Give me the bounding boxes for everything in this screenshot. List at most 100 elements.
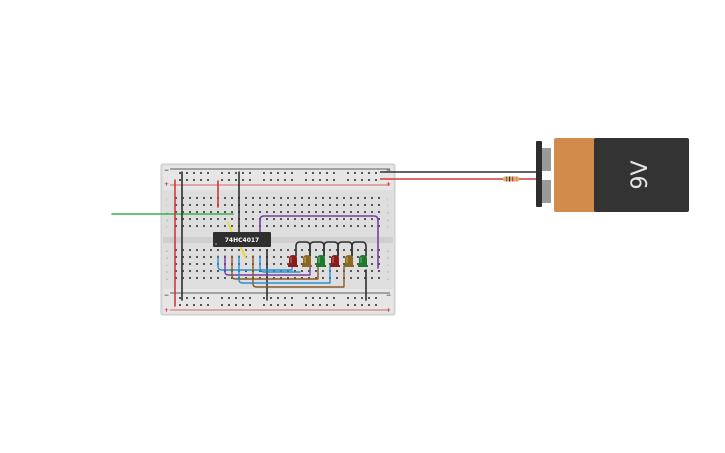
breadboard-hole xyxy=(238,249,240,251)
battery-label: 9V xyxy=(628,160,653,189)
breadboard-hole xyxy=(301,270,303,272)
breadboard-hole xyxy=(294,277,296,279)
wire-yellow[interactable] xyxy=(227,221,247,259)
breadboard-hole xyxy=(322,225,324,227)
led-body xyxy=(317,255,325,265)
breadboard-hole xyxy=(287,211,289,213)
wire-purple[interactable] xyxy=(259,215,379,269)
breadboard-hole xyxy=(350,197,352,199)
breadboard-hole xyxy=(343,249,345,251)
breadboard-hole xyxy=(357,263,359,265)
wire-purple-2[interactable] xyxy=(224,255,311,276)
breadboard-hole xyxy=(378,270,380,272)
breadboard-hole xyxy=(210,211,212,213)
led[interactable] xyxy=(316,255,326,267)
breadboard-hole xyxy=(336,277,338,279)
breadboard-hole xyxy=(301,249,303,251)
breadboard-hole xyxy=(221,179,223,181)
breadboard-hole xyxy=(315,211,317,213)
breadboard-hole xyxy=(252,204,254,206)
battery-9v[interactable]: 9V xyxy=(536,138,689,212)
breadboard-hole xyxy=(343,263,345,265)
wire-blue-3[interactable] xyxy=(259,255,301,273)
breadboard-hole xyxy=(217,225,219,227)
breadboard-hole xyxy=(322,211,324,213)
led[interactable] xyxy=(302,255,312,267)
led[interactable] xyxy=(344,255,354,267)
breadboard-hole xyxy=(175,263,177,265)
battery-leads xyxy=(380,171,538,182)
row-letter-f-right: f xyxy=(387,225,389,229)
resistor-band-1 xyxy=(506,176,508,182)
breadboard-hole xyxy=(280,211,282,213)
row-letter-h: h xyxy=(166,211,168,215)
breadboard-hole xyxy=(357,218,359,220)
row-letter-c: c xyxy=(166,263,168,267)
breadboard-hole xyxy=(175,197,177,199)
breadboard-hole xyxy=(357,225,359,227)
breadboard-hole xyxy=(228,304,230,306)
resistor[interactable] xyxy=(503,176,519,182)
led-rim xyxy=(358,265,368,267)
led-jumpers xyxy=(295,241,367,257)
jumper-5[interactable] xyxy=(351,241,367,257)
breadboard-hole xyxy=(322,270,324,272)
breadboard-hole xyxy=(249,297,251,299)
breadboard-hole xyxy=(378,277,380,279)
breadboard-hole xyxy=(245,218,247,220)
breadboard-hole xyxy=(312,297,314,299)
breadboard-hole xyxy=(375,179,377,181)
breadboard-hole xyxy=(371,256,373,258)
breadboard-hole xyxy=(378,218,380,220)
breadboard-hole xyxy=(343,211,345,213)
breadboard-hole xyxy=(203,270,205,272)
breadboard-hole xyxy=(210,197,212,199)
breadboard-hole xyxy=(301,256,303,258)
breadboard-hole xyxy=(378,256,380,258)
breadboard-hole xyxy=(280,249,282,251)
chip-74hc4017[interactable]: 74HC4017 xyxy=(213,232,271,247)
breadboard-hole xyxy=(196,263,198,265)
wire-brown-1[interactable] xyxy=(231,255,319,280)
breadboard-hole xyxy=(196,270,198,272)
rail-sign-minus-bottom-right: − xyxy=(386,292,391,299)
breadboard-hole xyxy=(336,204,338,206)
breadboard-hole xyxy=(294,249,296,251)
led[interactable] xyxy=(288,255,298,267)
breadboard-hole xyxy=(186,304,188,306)
led[interactable] xyxy=(330,255,340,267)
breadboard-hole xyxy=(336,225,338,227)
led-highlight xyxy=(304,257,306,263)
breadboard-hole xyxy=(263,297,265,299)
led-body xyxy=(359,255,367,265)
breadboard-hole xyxy=(217,277,219,279)
row-letter-a-right: a xyxy=(387,277,389,281)
led[interactable] xyxy=(358,255,368,267)
breadboard-hole xyxy=(224,225,226,227)
leds xyxy=(288,255,368,267)
wire-blue-2[interactable] xyxy=(238,255,331,284)
breadboard-hole xyxy=(193,172,195,174)
breadboard-hole xyxy=(273,218,275,220)
breadboard-hole xyxy=(364,225,366,227)
breadboard-hole xyxy=(322,204,324,206)
wire-blue-1[interactable] xyxy=(217,255,293,271)
row-letters-left: j i h g f e d c b a xyxy=(165,197,168,281)
rail-sign-minus-bottom-left: − xyxy=(164,292,169,299)
breadboard-hole xyxy=(333,297,335,299)
wire-brown-2[interactable] xyxy=(252,255,345,288)
breadboard-hole xyxy=(273,197,275,199)
led-rim xyxy=(330,265,340,267)
breadboard-hole xyxy=(301,218,303,220)
breadboard-hole xyxy=(378,249,380,251)
breadboard-hole xyxy=(294,218,296,220)
breadboard-hole xyxy=(235,297,237,299)
breadboard: + + − − − − + + j i h g f e d c b a j i … xyxy=(160,163,396,316)
breadboard-hole xyxy=(333,179,335,181)
breadboard-hole xyxy=(378,211,380,213)
breadboard-hole xyxy=(371,249,373,251)
breadboard-hole xyxy=(235,304,237,306)
rail-sign-plus-top-right: + xyxy=(386,181,391,188)
breadboard-hole xyxy=(182,197,184,199)
breadboard-hole xyxy=(245,270,247,272)
